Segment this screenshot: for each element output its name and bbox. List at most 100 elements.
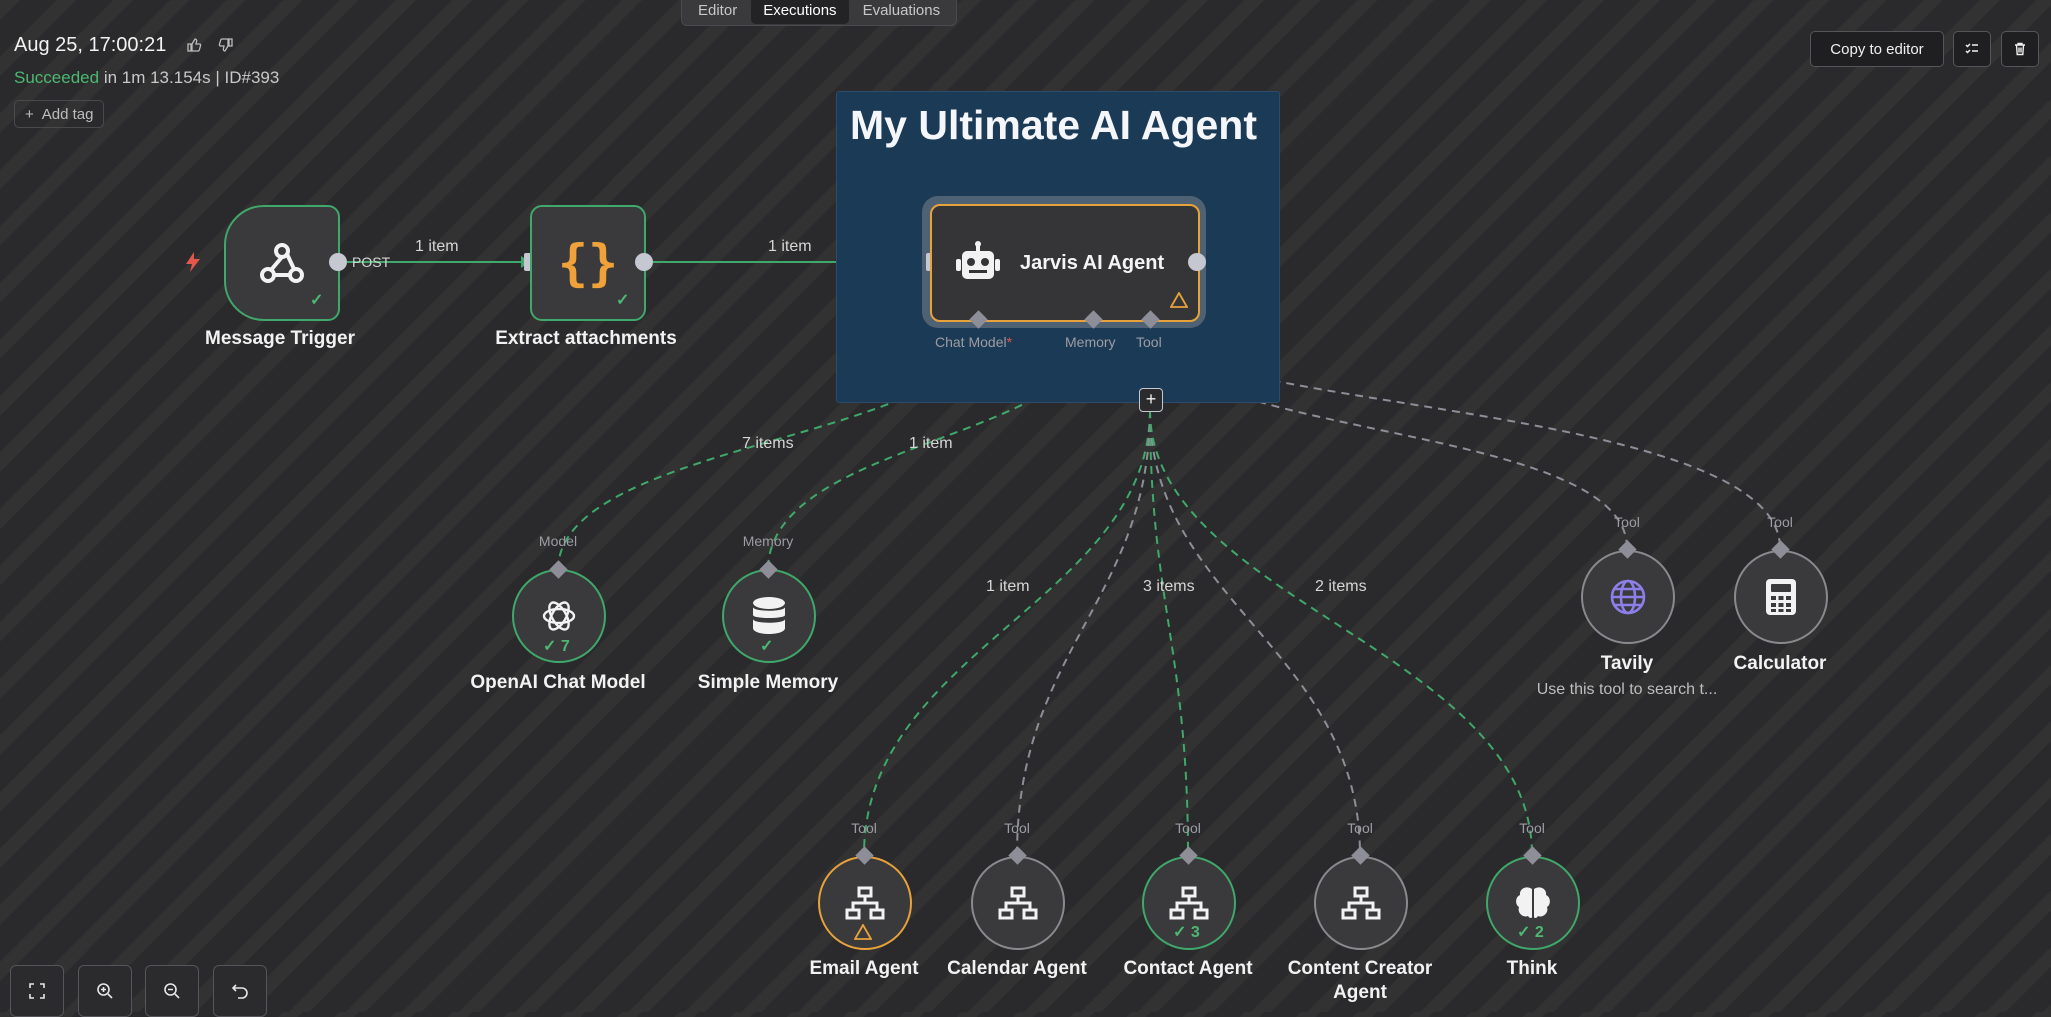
openai-count: 7 — [560, 638, 570, 655]
edge-tavily — [1149, 325, 1628, 549]
sitemap-icon — [998, 886, 1038, 920]
edge-label-memory: 1 item — [909, 435, 953, 452]
contact-port-label: Tool — [1175, 820, 1201, 836]
warning-icon — [853, 923, 873, 945]
think-node[interactable] — [1486, 856, 1580, 950]
zoom-in-icon — [97, 983, 113, 999]
content-creator-port-label: Tool — [1347, 820, 1373, 836]
robot-icon — [956, 241, 1000, 279]
success-check-icon: ✓ — [760, 638, 774, 655]
message-trigger-node[interactable] — [224, 205, 340, 321]
thumbs-down-icon[interactable] — [218, 37, 234, 56]
trigger-output-handle[interactable] — [329, 253, 347, 271]
memory-node-port-label: Memory — [742, 533, 794, 549]
chat-model-port-label: Chat Model* — [935, 334, 1012, 350]
think-port-label: Tool — [1519, 820, 1545, 836]
extract-output-handle[interactable] — [635, 253, 653, 271]
edge-think — [1149, 409, 1533, 856]
simple-memory-label: Simple Memory — [697, 672, 839, 693]
code-braces-icon: {} — [557, 234, 619, 292]
contact-agent-label: Contact Agent — [1123, 958, 1253, 979]
extract-input-handle[interactable] — [524, 253, 533, 271]
calendar-port-label: Tool — [1004, 820, 1030, 836]
checklist-button[interactable] — [1953, 31, 1991, 67]
extract-attachments-label: Extract attachments — [495, 328, 677, 349]
openai-chat-model-label: OpenAI Chat Model — [470, 672, 646, 693]
add-tag-label: Add tag — [41, 105, 94, 123]
calendar-agent-node[interactable] — [971, 856, 1065, 950]
trigger-bolt-icon — [184, 251, 202, 279]
email-agent-label: Email Agent — [809, 958, 919, 979]
message-trigger-label: Message Trigger — [205, 328, 355, 349]
think-label: Think — [1506, 958, 1558, 979]
edge-contact — [1149, 409, 1189, 856]
zoom-out-icon — [164, 983, 180, 999]
sitemap-icon — [1341, 886, 1381, 920]
add-tool-button[interactable]: + — [1139, 388, 1163, 412]
tool-port-label: Tool — [1136, 334, 1162, 350]
edge-label-extract-agent: 1 item — [768, 238, 812, 255]
globe-icon — [1610, 579, 1646, 615]
contact-count: 3 — [1190, 924, 1200, 941]
content-creator-agent-label-line2: Agent — [1333, 982, 1387, 1003]
warning-icon — [1169, 291, 1189, 313]
email-port-label: Tool — [851, 820, 877, 836]
sticky-title: My Ultimate AI Agent — [850, 102, 1257, 148]
brain-icon — [1516, 887, 1550, 918]
calculator-label: Calculator — [1733, 653, 1827, 674]
undo-icon — [231, 984, 248, 999]
webhook-icon — [260, 243, 304, 283]
add-tag-button[interactable]: + Add tag — [14, 100, 105, 128]
memory-port-label: Memory — [1065, 334, 1116, 350]
execution-status: Succeeded in 1m 13.154s | ID#393 — [14, 68, 279, 88]
content-creator-agent-label-line1: Content Creator — [1287, 958, 1433, 979]
execution-count: ✓ 7 — [543, 638, 570, 655]
tavily-label: Tavily — [1600, 653, 1654, 674]
edge-label-think: 2 items — [1315, 578, 1367, 595]
fit-view-icon — [29, 983, 45, 999]
jarvis-ai-agent-label: Jarvis AI Agent — [1020, 251, 1165, 274]
execution-count: ✓ 3 — [1173, 924, 1200, 941]
edge-label-model: 7 items — [742, 435, 794, 452]
delete-button[interactable] — [2001, 31, 2039, 67]
trash-icon — [2015, 42, 2025, 56]
execution-count: ✓ 2 — [1517, 924, 1544, 941]
calculator-node[interactable] — [1734, 550, 1828, 644]
think-count: 2 — [1534, 924, 1544, 941]
calculator-icon — [1766, 579, 1796, 615]
edge-content-creator — [1149, 409, 1361, 856]
contact-agent-node[interactable] — [1142, 856, 1236, 950]
fit-view-button[interactable] — [10, 965, 64, 1017]
database-icon — [753, 597, 785, 634]
edge-email — [863, 409, 1151, 856]
openai-icon — [542, 601, 576, 631]
execution-date: Aug 25, 17:00:21 — [14, 34, 167, 56]
edge-label-contact: 3 items — [1143, 578, 1195, 595]
tab-executions[interactable]: Executions — [751, 0, 849, 24]
trigger-output-label: POST — [352, 254, 391, 270]
zoom-in-button[interactable] — [78, 965, 132, 1017]
tavily-port-label: Tool — [1614, 514, 1640, 530]
tavily-node[interactable] — [1581, 550, 1675, 644]
tab-editor[interactable]: Editor — [698, 1, 738, 19]
checklist-icon — [1965, 43, 1978, 54]
edge-calendar — [1016, 409, 1151, 856]
execution-id: | ID#393 — [215, 68, 280, 87]
execution-duration: in 1m 13.154s — [103, 68, 211, 87]
copy-to-editor-button[interactable]: Copy to editor — [1810, 31, 1944, 67]
sitemap-icon — [845, 886, 885, 920]
content-creator-agent-node[interactable] — [1314, 856, 1408, 950]
model-port-label: Model — [538, 533, 578, 549]
view-tabs: Editor Executions Evaluations — [681, 0, 958, 26]
zoom-out-button[interactable] — [145, 965, 199, 1017]
status-succeeded: Succeeded — [14, 68, 100, 87]
jarvis-ai-agent-node[interactable]: Jarvis AI Agent — [930, 204, 1200, 322]
edge-label-trigger-extract: 1 item — [415, 238, 459, 255]
edge-label-email: 1 item — [986, 578, 1030, 595]
plus-icon: + — [25, 105, 34, 123]
tab-evaluations[interactable]: Evaluations — [862, 1, 941, 19]
thumbs-up-icon[interactable] — [186, 37, 202, 56]
reset-zoom-button[interactable] — [213, 965, 267, 1017]
agent-output-handle[interactable] — [1188, 253, 1206, 271]
chat-model-port-text: Chat Model — [935, 334, 1007, 350]
